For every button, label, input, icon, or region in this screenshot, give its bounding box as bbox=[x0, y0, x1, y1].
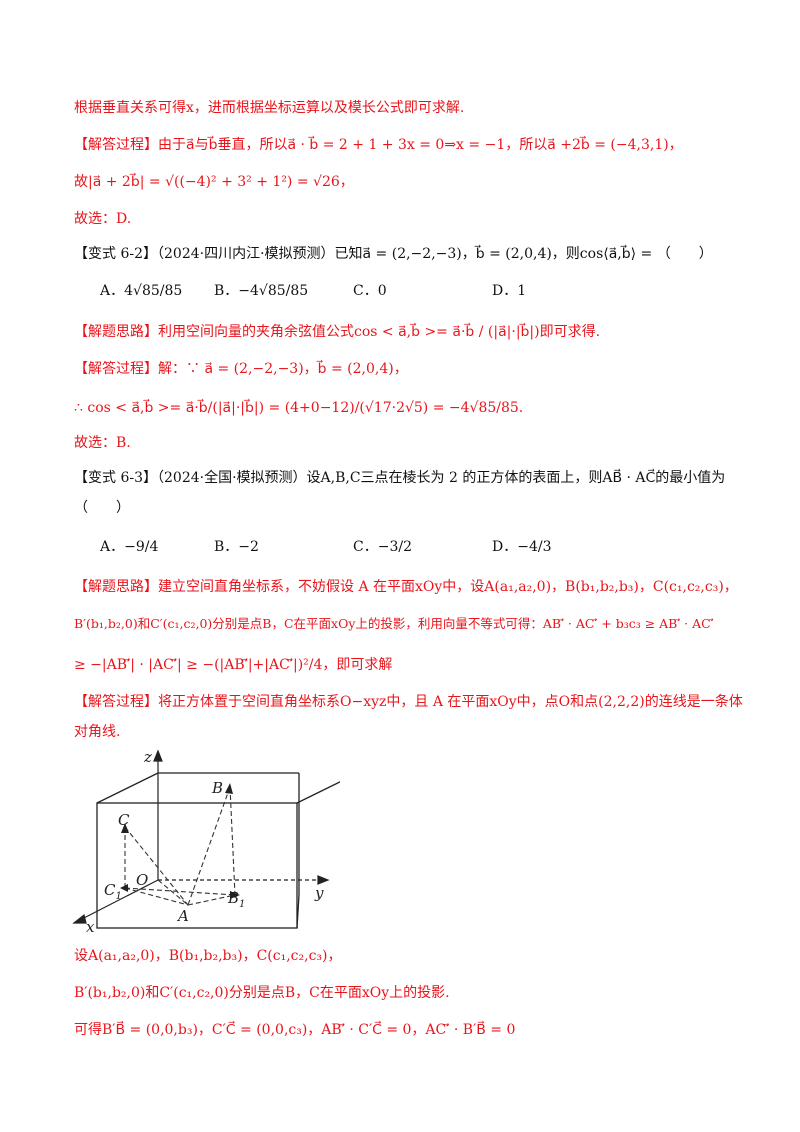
question-text: （2024·四川内江·模拟预测）已知a⃗ = (2,−2,−3)，b⃗ = (2… bbox=[157, 246, 713, 262]
point-label-a: A bbox=[176, 907, 189, 925]
point-label-c: C bbox=[118, 811, 130, 829]
text-content: 解：∵ a⃗ = (2,−2,−3)，b⃗ = (2,0,4)， bbox=[158, 361, 408, 377]
text-line: 故|a⃗ + 2b⃗| = √((−4)² + 3² + 1²) = √26， bbox=[74, 174, 354, 190]
point-label-o: O bbox=[136, 871, 148, 889]
option-d: D．−4/3 bbox=[492, 539, 552, 555]
text-content: 建立空间直角坐标系，不妨假设 A 在平面xOy中，设A(a₁,a₂,0)，B(b… bbox=[158, 579, 738, 595]
axis-label-y: y bbox=[314, 884, 324, 902]
text-content: 将正方体置于空间直角坐标系O−xyz中，且 A 在平面xOy中，点O和点(2,2… bbox=[158, 694, 743, 710]
text-line: 设A(a₁,a₂,0)，B(b₁,b₂,b₃)，C(c₁,c₂,c₃)， bbox=[74, 948, 342, 964]
section-tag: 【解题思路】 bbox=[74, 579, 158, 595]
text-line: 【解题思路】建立空间直角坐标系，不妨假设 A 在平面xOy中，设A(a₁,a₂,… bbox=[74, 577, 740, 597]
section-tag: 【解答过程】 bbox=[74, 694, 158, 710]
question-line: 【变式 6-2】（2024·四川内江·模拟预测）已知a⃗ = (2,−2,−3)… bbox=[74, 244, 740, 264]
option-a: A．−9/4 bbox=[100, 539, 159, 555]
point-label-b1: B1 bbox=[227, 889, 245, 910]
section-tag: 【解答过程】 bbox=[74, 361, 158, 377]
variant-tag: 【变式 6-3】 bbox=[74, 470, 157, 486]
text-line: 【解答过程】将正方体置于空间直角坐标系O−xyz中，且 A 在平面xOy中，点O… bbox=[74, 692, 743, 712]
option-b: B．−2 bbox=[214, 539, 259, 555]
point-label-b: B bbox=[211, 779, 223, 797]
text-line: 故选：D. bbox=[74, 211, 132, 227]
question-text: （2024·全国·模拟预测）设A,B,C三点在棱长为 2 的正方体的表面上，则A… bbox=[157, 470, 726, 486]
text-content: 利用空间向量的夹角余弦值公式cos < a⃗,b⃗ >= a⃗·b⃗ / (|a… bbox=[158, 324, 601, 340]
text-content: 由于a⃗与b⃗垂直，所以a⃗ · b⃗ = 2 + 1 + 3x = 0⇒x =… bbox=[158, 137, 683, 153]
text-line: 对角线. bbox=[74, 724, 121, 740]
text-line: B′(b₁,b₂,0)和C′(c₁,c₂,0)分别是点B，C在平面xOy上的投影… bbox=[74, 616, 714, 631]
axis-label-z: z bbox=[143, 748, 152, 766]
option-a: A．4√85/85 bbox=[100, 283, 183, 299]
text-line: 可得B′B⃗ = (0,0,b₃)，C′C⃗ = (0,0,c₃)，AB′⃗ ·… bbox=[74, 1022, 516, 1038]
text-line: 【解答过程】解：∵ a⃗ = (2,−2,−3)，b⃗ = (2,0,4)， bbox=[74, 359, 740, 379]
question-line: 【变式 6-3】（2024·全国·模拟预测）设A,B,C三点在棱长为 2 的正方… bbox=[74, 468, 740, 488]
option-d: D．1 bbox=[492, 283, 527, 299]
point-label-c1: C1 bbox=[104, 881, 122, 902]
text-line: ∴ cos < a⃗,b⃗ >= a⃗·b⃗/(|a⃗|·|b⃗|) = (4+… bbox=[74, 400, 524, 416]
text-line: 【解题思路】利用空间向量的夹角余弦值公式cos < a⃗,b⃗ >= a⃗·b⃗… bbox=[74, 322, 740, 342]
section-tag: 【解答过程】 bbox=[74, 137, 158, 153]
option-b: B．−4√85/85 bbox=[214, 283, 309, 299]
option-c: C．−3/2 bbox=[353, 539, 412, 555]
text-line: B′(b₁,b₂,0)和C′(c₁,c₂,0)分别是点B，C在平面xOy上的投影… bbox=[74, 985, 450, 1001]
axis-label-x: x bbox=[86, 918, 95, 935]
text-line: 【解答过程】由于a⃗与b⃗垂直，所以a⃗ · b⃗ = 2 + 1 + 3x =… bbox=[74, 135, 740, 155]
variant-tag: 【变式 6-2】 bbox=[74, 246, 157, 262]
question-paren: （ ） bbox=[74, 500, 130, 516]
text-line: ≥ −|AB′⃗| · |AC′⃗| ≥ −(|AB′⃗|+|AC′⃗|)²/4… bbox=[74, 657, 393, 673]
text-line: 故选：B. bbox=[74, 435, 131, 451]
option-c: C．0 bbox=[353, 283, 387, 299]
cube-figure: z y x B C O C1 B1 A bbox=[72, 748, 340, 935]
text-line: 根据垂直关系可得x，进而根据坐标运算以及模长公式即可求解. bbox=[74, 100, 465, 116]
section-tag: 【解题思路】 bbox=[74, 324, 158, 340]
